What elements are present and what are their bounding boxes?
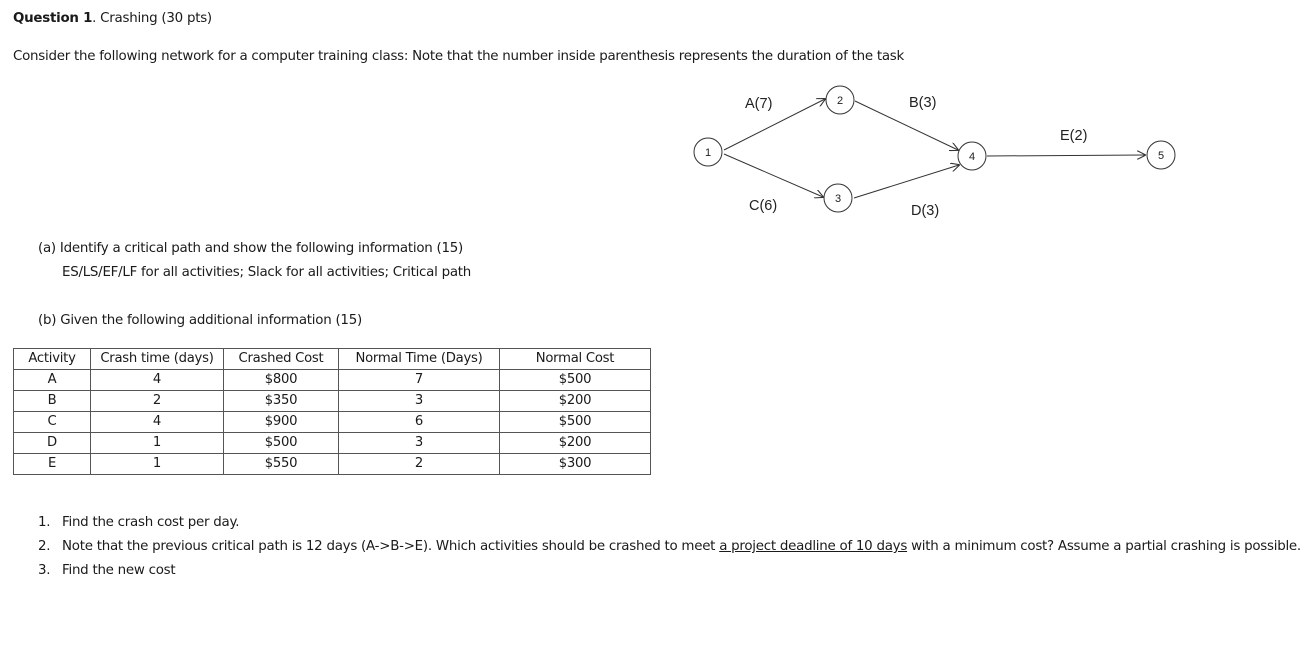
svg-text:3: 3 — [835, 193, 841, 205]
svg-text:2: 2 — [837, 95, 843, 107]
table-row: B 2 $350 3 $200 — [13, 390, 651, 412]
node-3: 3 — [823, 183, 853, 213]
cell-crash-time: 1 — [90, 453, 224, 475]
table-header-row: Activity Crash time (days) Crashed Cost … — [13, 348, 651, 370]
part-a-details: ES/LS/EF/LF for all activities; Slack fo… — [62, 265, 472, 280]
question-title: Question 1. Crashing (30 pts) — [13, 11, 212, 26]
table-row: E 1 $550 2 $300 — [13, 453, 651, 475]
cell-normal-time: 3 — [338, 390, 500, 412]
table-row: D 1 $500 3 $200 — [13, 432, 651, 454]
cell-activity: A — [13, 369, 91, 391]
question-text: Find the new cost — [62, 563, 176, 578]
cell-crashed-cost: $900 — [223, 411, 339, 433]
cell-normal-time: 7 — [338, 369, 500, 391]
edge-label-c: C(6) — [749, 198, 777, 214]
header-activity: Activity — [13, 348, 91, 370]
node-2: 2 — [825, 85, 855, 115]
question-label: Question 1 — [13, 11, 93, 26]
header-crashed-cost: Crashed Cost — [223, 348, 339, 370]
header-normal-cost: Normal Cost — [499, 348, 651, 370]
edge-c — [723, 153, 823, 197]
cell-normal-cost: $300 — [499, 453, 651, 475]
node-1: 1 — [693, 137, 723, 167]
svg-text:1: 1 — [705, 147, 711, 159]
cell-normal-time: 3 — [338, 432, 500, 454]
cell-crashed-cost: $350 — [223, 390, 339, 412]
table-row: A 4 $800 7 $500 — [13, 369, 651, 391]
question-number: 3. — [38, 563, 51, 578]
cell-activity: E — [13, 453, 91, 475]
cell-activity: B — [13, 390, 91, 412]
crash-data-table: Activity Crash time (days) Crashed Cost … — [13, 348, 651, 475]
intro-text: Consider the following network for a com… — [13, 49, 905, 64]
edge-b — [854, 100, 958, 150]
edge-e — [986, 155, 1145, 156]
cell-crashed-cost: $500 — [223, 432, 339, 454]
cell-crash-time: 4 — [90, 411, 224, 433]
edge-d — [853, 165, 959, 199]
question-number: 1. — [38, 515, 51, 530]
cell-activity: D — [13, 432, 91, 454]
cell-crashed-cost: $800 — [223, 369, 339, 391]
edge-label-d: D(3) — [911, 203, 939, 219]
part-b-prompt: (b) Given the following additional infor… — [38, 313, 362, 328]
node-5: 5 — [1146, 140, 1176, 170]
cell-normal-cost: $500 — [499, 369, 651, 391]
edge-a — [723, 99, 825, 151]
cell-normal-time: 2 — [338, 453, 500, 475]
edge-label-b: B(3) — [909, 95, 936, 111]
cell-crash-time: 4 — [90, 369, 224, 391]
table-row: C 4 $900 6 $500 — [13, 411, 651, 433]
cell-normal-cost: $200 — [499, 432, 651, 454]
cell-normal-cost: $200 — [499, 390, 651, 412]
deadline-emphasis: a project deadline of 10 days — [719, 539, 908, 554]
question-text-before: Note that the previous critical path is … — [62, 539, 720, 554]
network-diagram: 1 2 3 4 5 A(7) B(3) C(6) D(3) E(2) — [680, 80, 1200, 230]
cell-activity: C — [13, 411, 91, 433]
edge-label-a: A(7) — [745, 96, 772, 112]
svg-text:5: 5 — [1158, 150, 1164, 162]
svg-text:4: 4 — [969, 151, 975, 163]
header-crash-time: Crash time (days) — [90, 348, 224, 370]
edge-label-e: E(2) — [1060, 128, 1087, 144]
question-number: 2. — [38, 539, 51, 554]
part-a-prompt: (a) Identify a critical path and show th… — [38, 241, 464, 256]
question-text: Note that the previous critical path is … — [62, 539, 1301, 554]
node-4: 4 — [957, 141, 987, 171]
question-text-after: with a minimum cost? Assume a partial cr… — [907, 539, 1301, 554]
cell-crashed-cost: $550 — [223, 453, 339, 475]
cell-normal-time: 6 — [338, 411, 500, 433]
question-text: Find the crash cost per day. — [62, 515, 240, 530]
header-normal-time: Normal Time (Days) — [338, 348, 500, 370]
cell-crash-time: 2 — [90, 390, 224, 412]
question-subtitle: . Crashing (30 pts) — [92, 11, 212, 26]
cell-normal-cost: $500 — [499, 411, 651, 433]
cell-crash-time: 1 — [90, 432, 224, 454]
